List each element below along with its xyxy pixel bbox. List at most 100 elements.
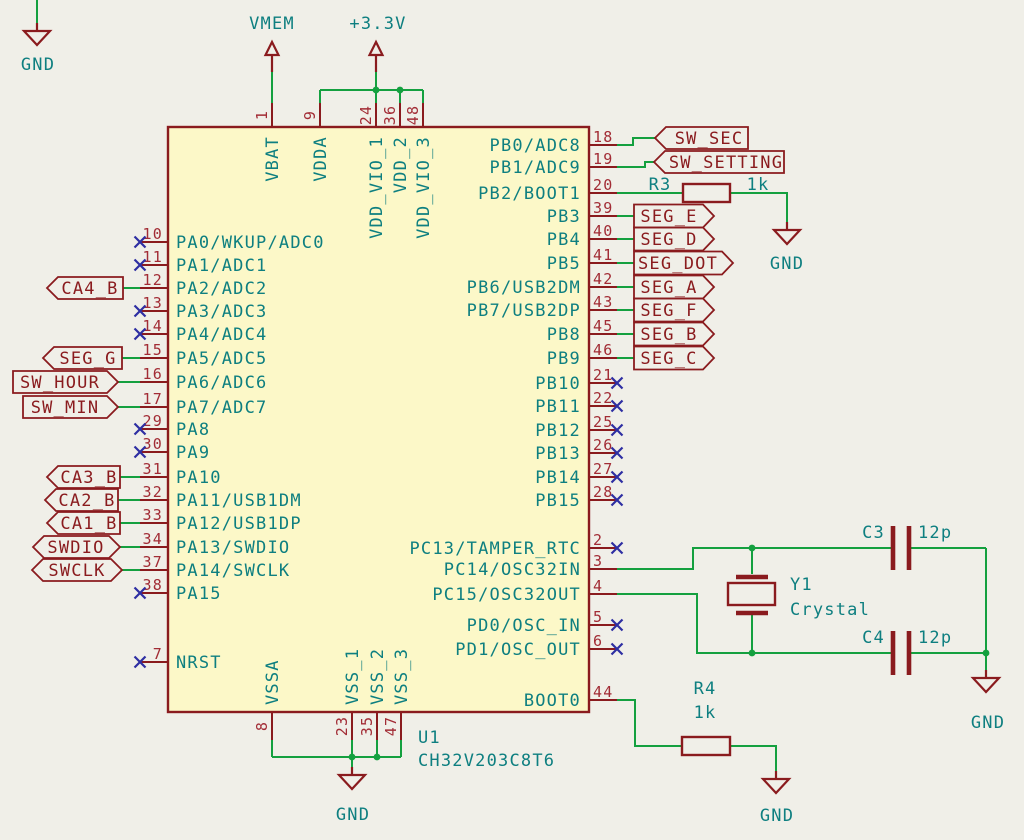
resistor-value[interactable]: 1k (694, 703, 717, 723)
wire-sw-sec[interactable] (617, 137, 655, 146)
resistor-r4[interactable]: R4 1k (680, 679, 732, 757)
capacitor-c3[interactable]: C3 12p (862, 523, 952, 570)
resistor-value[interactable]: 1k (747, 175, 770, 195)
wire-boot0[interactable] (617, 699, 777, 771)
pin-pb5: 41 PB5 (547, 246, 617, 274)
net-label-seg-d[interactable]: SEG_D (633, 226, 716, 252)
resistor-reference[interactable]: R3 (649, 175, 672, 195)
vmem-power-icon[interactable] (264, 40, 280, 74)
pin-name: PA9 (176, 443, 210, 463)
pin-number: 26 (593, 436, 613, 454)
wire-osc32out[interactable] (617, 593, 986, 654)
pin-number: 29 (143, 412, 163, 430)
wire-vss-gnd[interactable] (271, 740, 402, 767)
pin-number: 41 (593, 246, 613, 264)
pin-number: 31 (143, 460, 163, 478)
net-label-sw-sec[interactable]: SW_SEC (653, 126, 749, 150)
pin-number: 45 (593, 317, 613, 335)
pin-name: PB5 (547, 254, 581, 274)
pin-name: PB2/BOOT1 (478, 184, 581, 204)
pin-number: 17 (143, 390, 163, 408)
gnd-symbol-icon[interactable] (971, 668, 1001, 694)
net-label-seg-e[interactable]: SEG_E (633, 203, 716, 229)
capacitor-reference[interactable]: C3 (862, 523, 885, 543)
net-label-ca3-b[interactable]: CA3_B (45, 465, 121, 489)
junction-icon (373, 753, 381, 761)
net-label-ca2-b[interactable]: CA2_B (43, 488, 119, 512)
wire-3v3-rail[interactable] (319, 72, 424, 103)
net-labels-right: SW_SEC SW_SETTING SEG_E SEG_D SEG_DOT SE… (633, 126, 785, 371)
pin-number: 34 (143, 530, 163, 548)
pin-number: 15 (143, 341, 163, 359)
ic-value[interactable]: CH32V203C8T6 (418, 751, 555, 771)
resistor-reference[interactable]: R4 (694, 679, 717, 699)
ic-reference[interactable]: U1 (418, 728, 441, 748)
crystal-value[interactable]: Crystal (790, 600, 870, 620)
net-label-swdio[interactable]: SWDIO (31, 535, 122, 559)
gnd-label: GND (21, 55, 55, 75)
pin-pb2: 20 PB2/BOOT1 (478, 176, 617, 204)
crystal-y1[interactable]: Y1 Crystal (726, 574, 870, 620)
junction-icon (396, 86, 404, 94)
net-label-seg-b[interactable]: SEG_B (633, 321, 716, 347)
net-label-ca1-b[interactable]: CA1_B (45, 511, 121, 535)
capacitor-c4[interactable]: C4 12p (862, 628, 952, 675)
net-label-text: CA3_B (60, 468, 117, 488)
junction-icon (348, 753, 356, 761)
net-label-sw-min[interactable]: SW_MIN (22, 395, 120, 419)
net-label-swclk[interactable]: SWCLK (30, 558, 124, 582)
crystal-reference[interactable]: Y1 (790, 575, 813, 595)
net-label-text: SEG_B (640, 325, 697, 345)
wire-seg-stubs[interactable] (617, 215, 634, 359)
capacitor-value[interactable]: 12p (918, 628, 952, 648)
resistor-r3[interactable]: R3 1k (649, 175, 770, 204)
net-label-seg-f[interactable]: SEG_F (633, 297, 716, 323)
net-label-sw-setting[interactable]: SW_SETTING (652, 150, 785, 174)
pin-number: 48 (404, 105, 422, 125)
pin-number: 33 (143, 506, 163, 524)
pin-name: PB10 (535, 374, 581, 394)
capacitor-reference[interactable]: C4 (862, 628, 885, 648)
pin-name: PB4 (547, 230, 581, 250)
net-label-seg-c[interactable]: SEG_C (633, 345, 716, 371)
net-label-seg-dot[interactable]: SEG_DOT (633, 250, 735, 276)
pin-number: 12 (143, 271, 163, 289)
junction-icon (982, 649, 990, 657)
wire-sw-setting[interactable] (617, 161, 654, 168)
pin-name: PA0/WKUP/ADC0 (176, 233, 325, 253)
pin-name: PC13/TAMPER_RTC (409, 539, 581, 559)
net-label-seg-a[interactable]: SEG_A (633, 274, 716, 300)
pin-number: 14 (143, 317, 163, 335)
wire-osc32in[interactable] (617, 547, 986, 570)
pin-name: VSSA (263, 659, 283, 705)
wire-left-labels[interactable] (118, 287, 140, 571)
ic-body[interactable] (166, 125, 591, 714)
gnd-symbol-icon[interactable] (22, 21, 52, 47)
3v3-power-icon[interactable] (368, 40, 384, 74)
gnd-symbol-icon[interactable] (761, 769, 791, 795)
gnd-symbol-icon[interactable] (772, 220, 802, 246)
capacitor-value[interactable]: 12p (918, 523, 952, 543)
pin-number: 20 (593, 176, 613, 194)
net-label-ca4-b[interactable]: CA4_B (45, 276, 124, 300)
pin-name: VBAT (263, 136, 283, 182)
net-label-seg-g[interactable]: SEG_G (41, 346, 123, 370)
gnd-symbol-icon[interactable] (337, 765, 367, 791)
wire-r3[interactable] (617, 192, 788, 222)
net-label-sw-hour[interactable]: SW_HOUR (12, 370, 120, 394)
net-label-text: SWDIO (47, 538, 104, 558)
pin-number: 10 (143, 225, 163, 243)
net-label-text: CA1_B (60, 514, 117, 534)
pin-number: 8 (253, 721, 271, 731)
